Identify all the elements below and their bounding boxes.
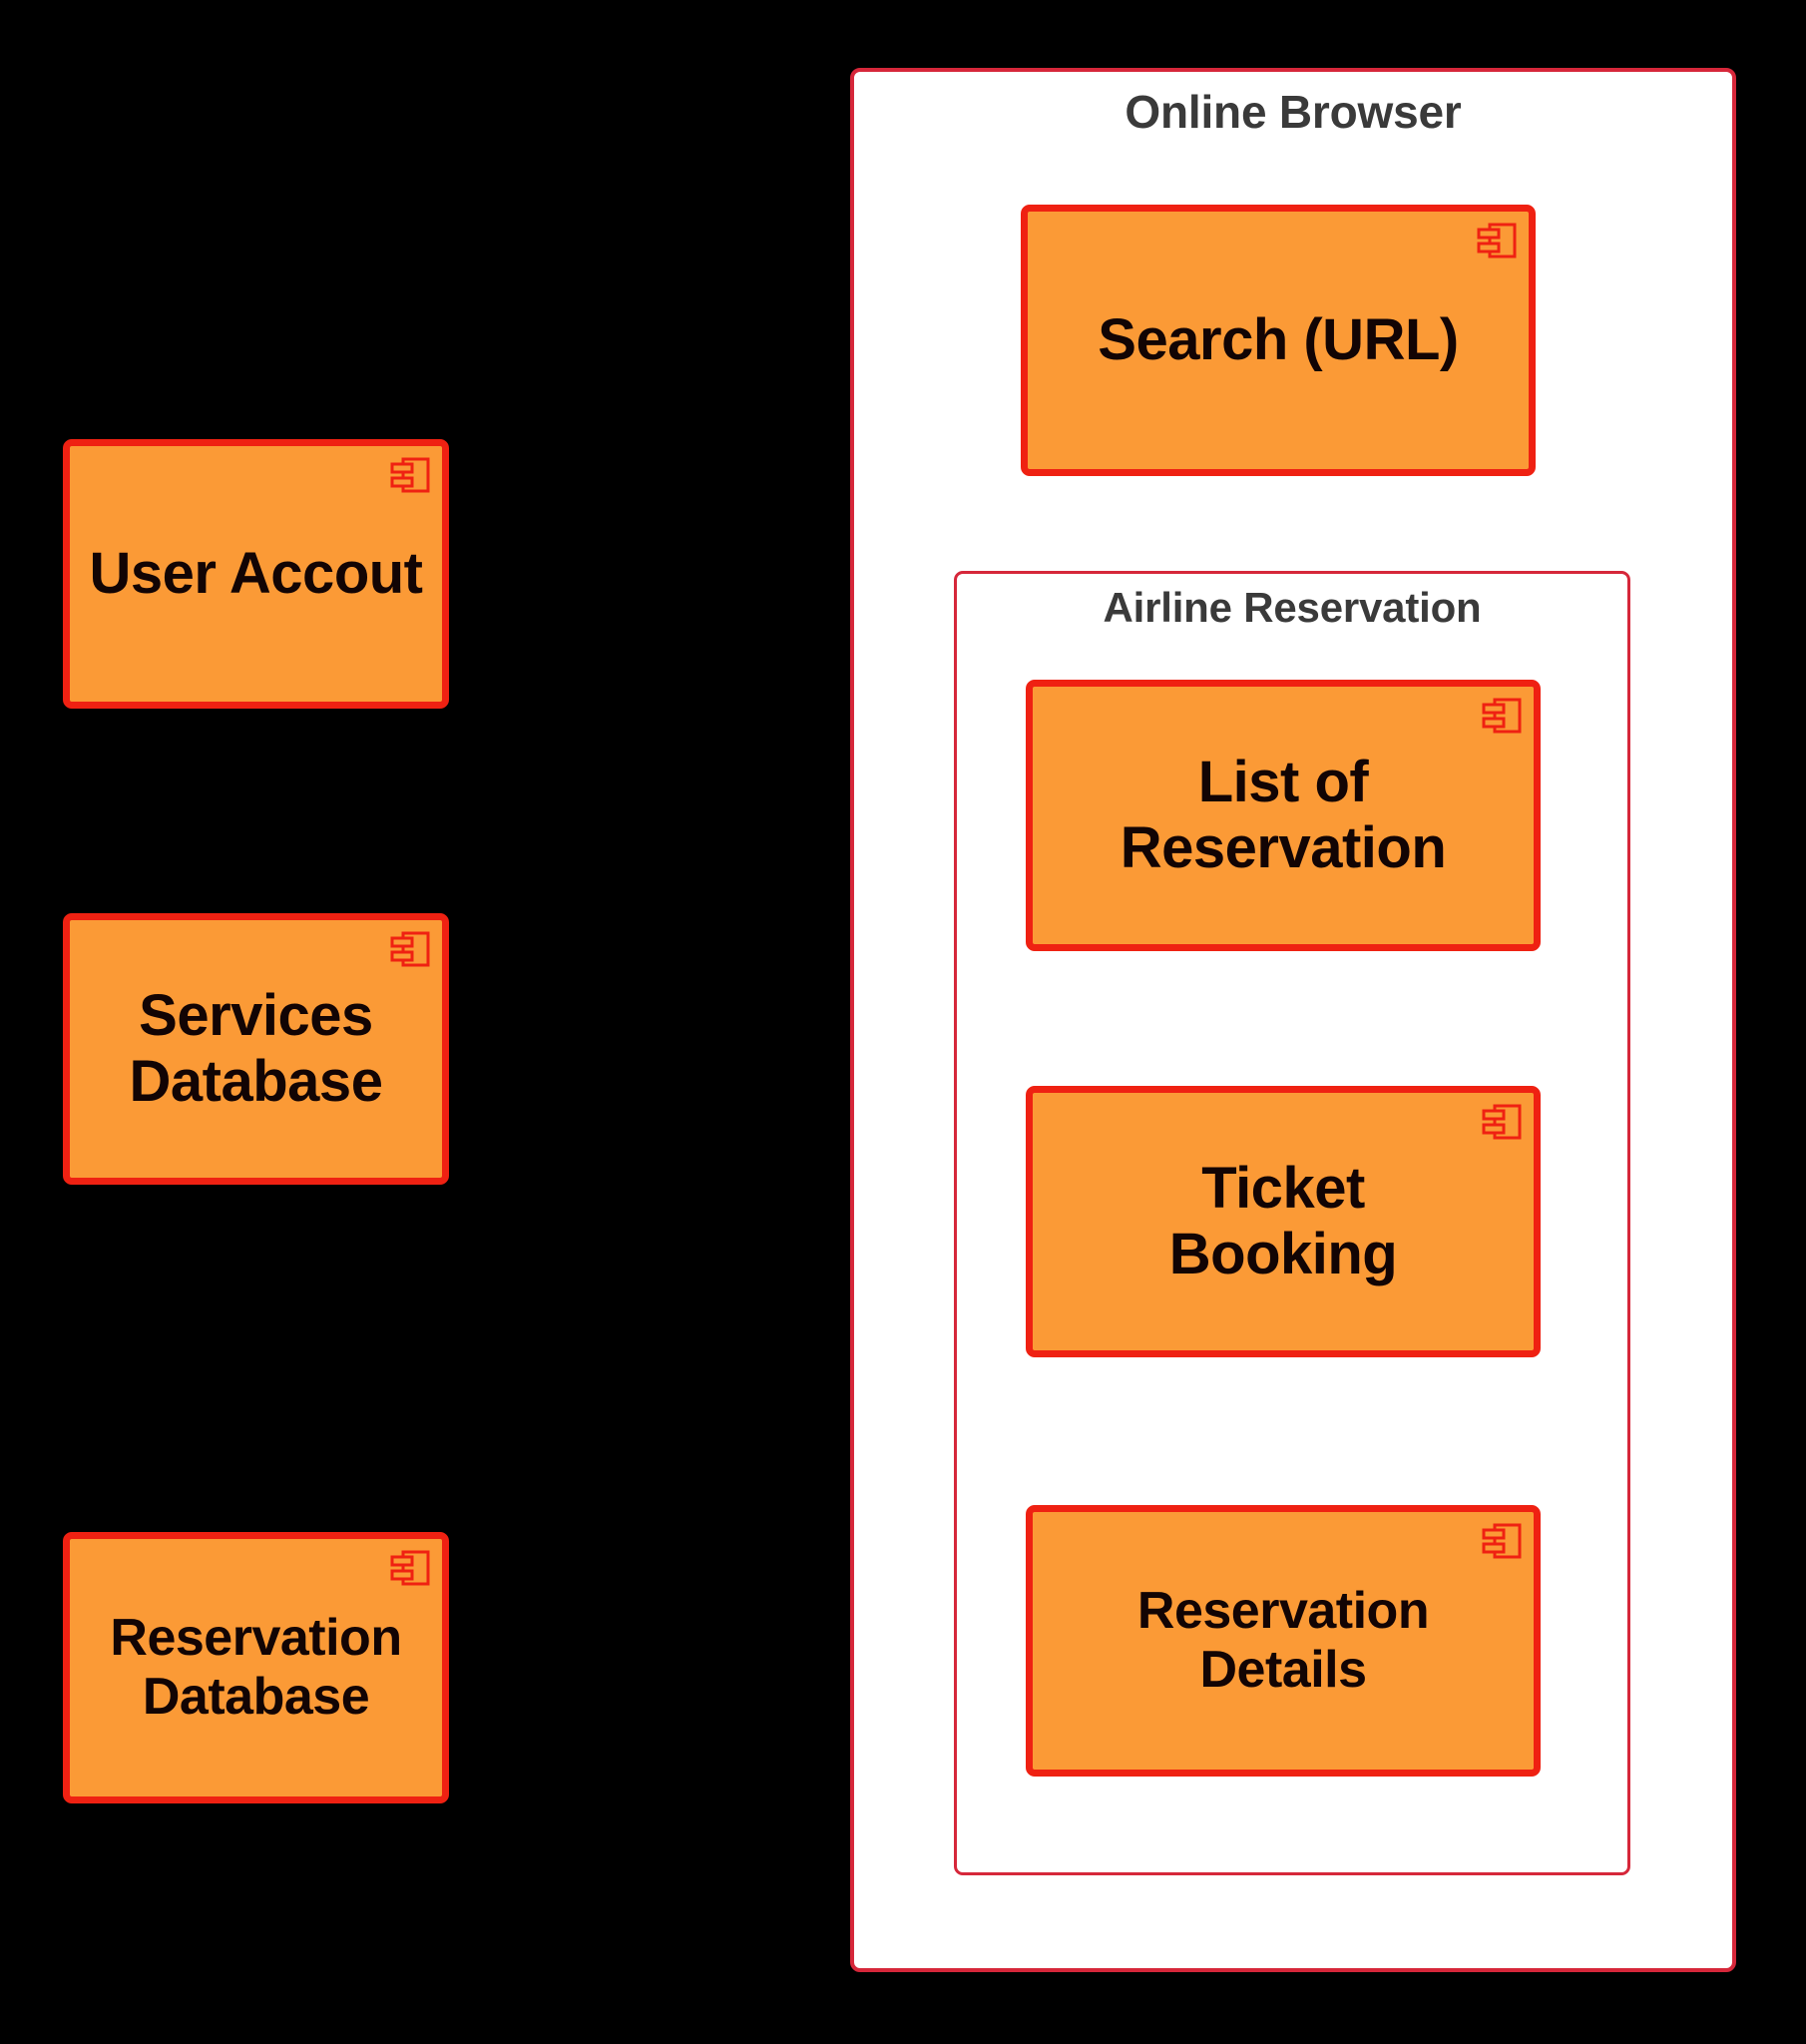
component-user-accout[interactable]: User Accout <box>63 439 449 709</box>
package-title-online-browser: Online Browser <box>1125 86 1462 138</box>
uml-component-icon <box>1482 1102 1524 1142</box>
package-airline-reservation[interactable]: Airline Reservation List of Reservation <box>954 571 1630 1875</box>
component-reservation-details[interactable]: Reservation Details <box>1026 1505 1541 1777</box>
component-label: Search (URL) <box>1098 307 1459 373</box>
uml-component-icon <box>1482 1521 1524 1561</box>
component-label: Reservation Database <box>110 1609 402 1726</box>
uml-component-icon <box>390 929 432 969</box>
uml-component-icon <box>390 1548 432 1588</box>
component-label: Ticket Booking <box>1168 1156 1398 1286</box>
component-label: User Accout <box>89 541 423 607</box>
component-label: Services Database <box>129 983 383 1114</box>
package-online-browser[interactable]: Online Browser Search (URL) Airline Rese… <box>850 68 1736 1972</box>
component-services-database[interactable]: Services Database <box>63 913 449 1185</box>
component-reservation-database[interactable]: Reservation Database <box>63 1532 449 1803</box>
uml-component-icon <box>390 455 432 495</box>
component-label: Reservation Details <box>1136 1582 1430 1699</box>
component-ticket-booking[interactable]: Ticket Booking <box>1026 1086 1541 1357</box>
uml-component-icon <box>1477 221 1519 260</box>
component-label: List of Reservation <box>1120 750 1447 880</box>
component-search-url[interactable]: Search (URL) <box>1021 205 1536 476</box>
component-list-of-reservation[interactable]: List of Reservation <box>1026 680 1541 951</box>
package-title-airline-reservation: Airline Reservation <box>1103 584 1482 631</box>
uml-component-icon <box>1482 696 1524 736</box>
